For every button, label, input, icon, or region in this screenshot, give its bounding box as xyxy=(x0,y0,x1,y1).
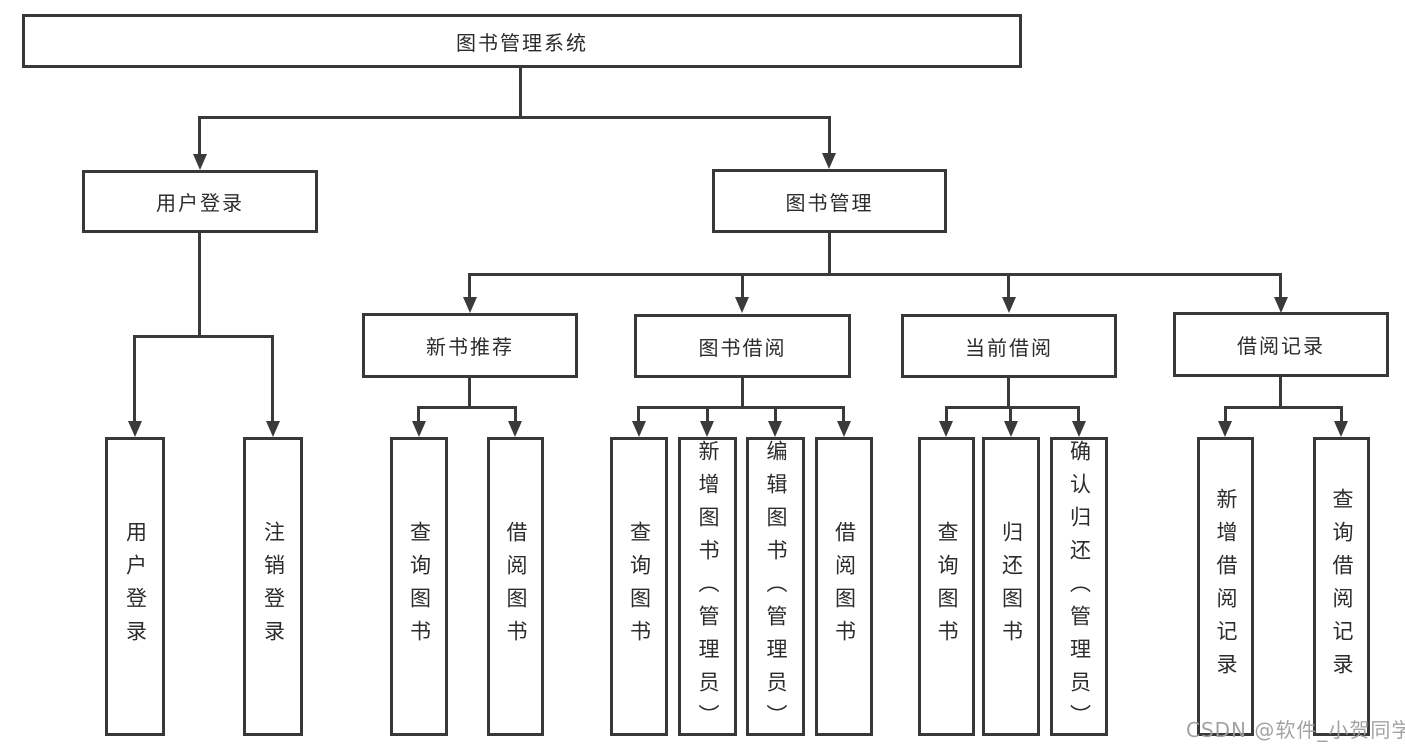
leaf-user-login: 用户登录 xyxy=(105,437,165,736)
node-label: 用户登录 xyxy=(156,191,244,215)
connector-drop xyxy=(133,335,136,423)
arrow-down-icon xyxy=(508,421,522,437)
node-label: 查询图书 xyxy=(627,520,652,653)
leaf-edit-book-admin: 编辑图书（管理员） xyxy=(746,437,805,737)
node-label: 查询图书 xyxy=(407,520,432,653)
connector-user-login-bar xyxy=(133,335,274,338)
node-book-borrowing: 图书借阅 xyxy=(634,314,851,378)
connector-drop xyxy=(1009,406,1012,423)
arrow-down-icon xyxy=(1004,421,1018,437)
arrow-down-icon xyxy=(1002,297,1016,313)
connector-drop xyxy=(271,335,274,423)
arrow-down-icon xyxy=(700,421,714,437)
node-label: 新增图书（管理员） xyxy=(696,440,720,737)
node-label: 新增借阅记录 xyxy=(1214,487,1238,686)
leaf-query-books-recommend: 查询图书 xyxy=(390,437,448,736)
arrow-down-icon xyxy=(939,421,953,437)
connector-drop-user-login xyxy=(198,116,201,156)
leaf-logout: 注销登录 xyxy=(243,437,303,736)
connector-drop xyxy=(1279,273,1282,300)
connector-root-stem xyxy=(519,68,522,116)
node-label: 编辑图书（管理员） xyxy=(764,440,788,737)
connector-stem xyxy=(468,376,471,409)
leaf-query-borrow-record: 查询借阅记录 xyxy=(1313,437,1370,736)
csdn-watermark: CSDN @软件_小贺同学 xyxy=(1186,718,1405,742)
arrow-down-icon xyxy=(837,421,851,437)
node-user-login: 用户登录 xyxy=(82,170,318,233)
arrow-down-icon xyxy=(128,421,142,437)
node-borrow-records: 借阅记录 xyxy=(1173,312,1389,377)
node-label: 借阅记录 xyxy=(1237,334,1325,358)
node-label: 查询图书 xyxy=(935,520,959,653)
connector-root-bar xyxy=(198,116,831,119)
connector-bar xyxy=(417,406,517,409)
arrow-down-icon xyxy=(735,297,749,313)
connector-drop xyxy=(741,273,744,300)
node-label: 借阅图书 xyxy=(832,520,857,653)
node-library-system: 图书管理系统 xyxy=(22,14,1022,68)
connector-drop xyxy=(706,406,709,423)
connector-stem xyxy=(741,376,744,409)
arrow-down-icon xyxy=(1218,421,1232,437)
node-label: 查询借阅记录 xyxy=(1330,487,1354,686)
arrow-down-icon xyxy=(632,421,646,437)
arrow-down-icon xyxy=(1334,421,1348,437)
connector-bar xyxy=(1224,406,1343,409)
leaf-borrow-books: 借阅图书 xyxy=(815,437,873,736)
connector-book-mgmt-stem xyxy=(828,233,831,276)
arrow-down-icon xyxy=(768,421,782,437)
arrow-down-icon xyxy=(1274,297,1288,313)
connector-level2-bar xyxy=(468,273,1282,276)
arrow-down-icon xyxy=(463,297,477,313)
leaf-add-book-admin: 新增图书（管理员） xyxy=(678,437,737,737)
connector-drop xyxy=(514,406,517,423)
connector-drop xyxy=(468,273,471,300)
leaf-return-books: 归还图书 xyxy=(982,437,1040,736)
arrow-down-icon xyxy=(412,421,426,437)
connector-drop xyxy=(945,406,948,423)
node-label: 图书借阅 xyxy=(698,335,787,360)
leaf-confirm-return-admin: 确认归还（管理员） xyxy=(1050,437,1108,737)
leaf-add-borrow-record: 新增借阅记录 xyxy=(1197,437,1254,736)
connector-bar xyxy=(637,406,845,409)
connector-stem xyxy=(1007,376,1010,409)
leaf-borrow-books-recommend: 借阅图书 xyxy=(487,437,544,736)
connector-drop xyxy=(1007,273,1010,300)
node-label: 用户登录 xyxy=(123,520,148,653)
node-new-book-recommend: 新书推荐 xyxy=(362,313,578,378)
node-label: 图书管理系统 xyxy=(456,30,588,55)
connector-user-login-stem xyxy=(198,233,201,338)
connector-drop xyxy=(1340,406,1343,423)
arrow-down-icon xyxy=(1072,421,1086,437)
node-book-management: 图书管理 xyxy=(712,169,947,233)
connector-drop xyxy=(637,406,640,423)
arrow-down-icon xyxy=(193,154,207,170)
node-label: 注销登录 xyxy=(261,520,286,653)
node-label: 确认归还（管理员） xyxy=(1067,440,1092,737)
node-label: 当前借阅 xyxy=(965,335,1053,360)
node-label: 新书推荐 xyxy=(426,335,514,359)
connector-bar xyxy=(945,406,1080,409)
node-label: 归还图书 xyxy=(999,520,1024,653)
connector-drop-book-mgmt xyxy=(828,116,831,155)
connector-stem xyxy=(1279,377,1282,409)
node-label: 借阅图书 xyxy=(504,520,528,653)
leaf-query-books-current: 查询图书 xyxy=(918,437,975,736)
connector-drop xyxy=(417,406,420,423)
connector-drop xyxy=(1224,406,1227,423)
connector-drop xyxy=(842,406,845,423)
node-label: 图书管理 xyxy=(785,190,874,215)
connector-drop xyxy=(1077,406,1080,423)
arrow-down-icon xyxy=(822,153,836,169)
node-current-borrowing: 当前借阅 xyxy=(901,314,1117,378)
connector-drop xyxy=(774,406,777,423)
arrow-down-icon xyxy=(266,421,280,437)
leaf-query-books-borrow: 查询图书 xyxy=(610,437,668,736)
